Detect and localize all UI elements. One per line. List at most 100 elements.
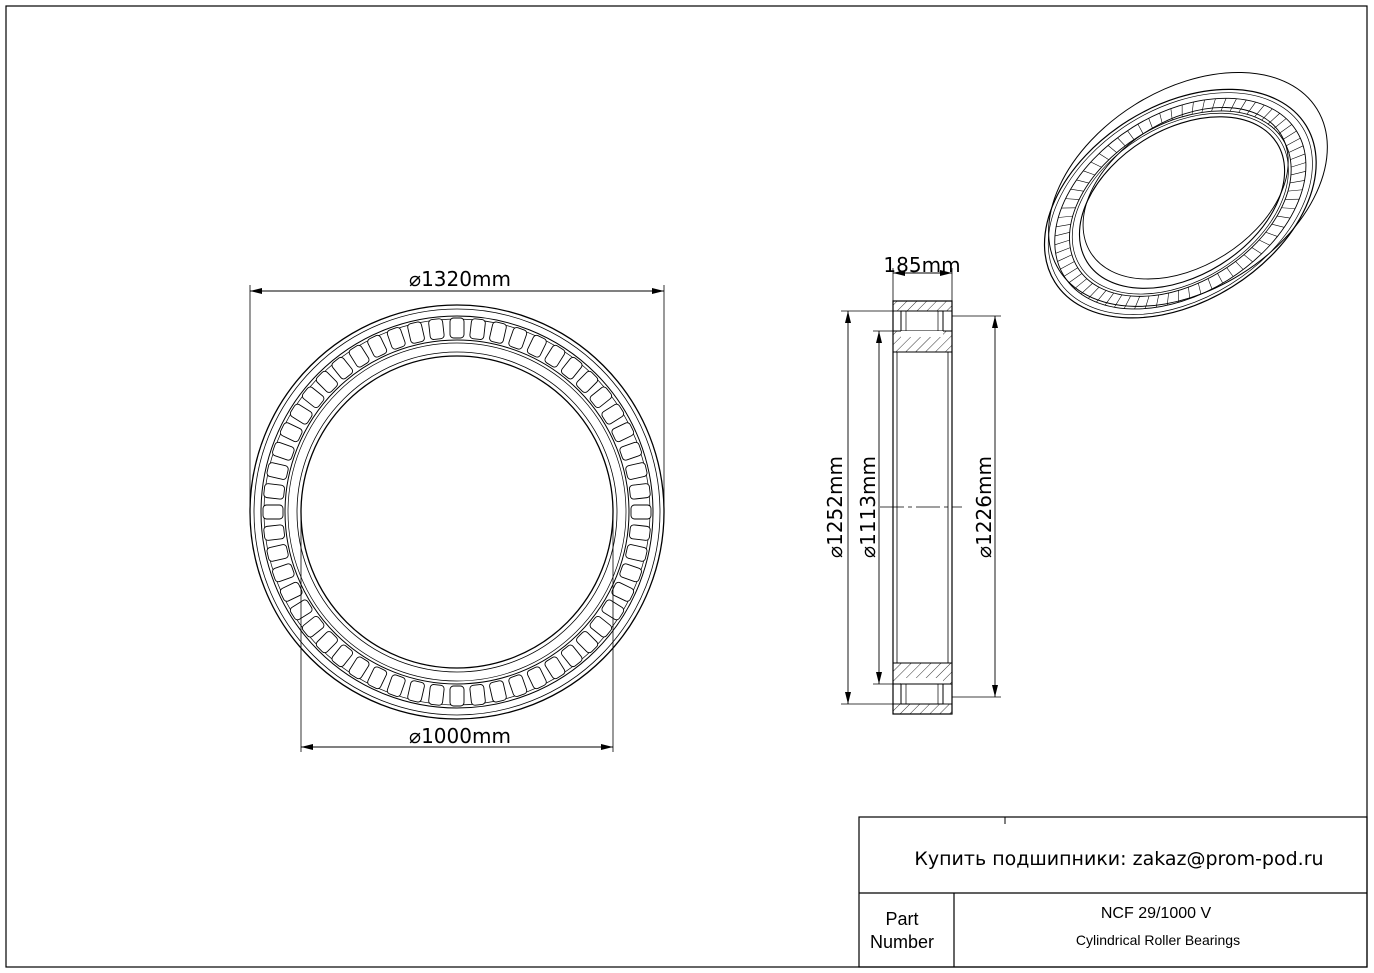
part-description: Cylindrical Roller Bearings	[1076, 932, 1240, 948]
section-view	[880, 300, 962, 715]
iso-roller	[1289, 180, 1305, 184]
iso-roller	[1251, 247, 1262, 255]
iso-roller	[1074, 278, 1088, 289]
iso-outer-ring-inner	[1054, 97, 1307, 310]
iso-roller	[1278, 124, 1292, 135]
iso-roller	[1207, 278, 1213, 290]
roller-set-diameter-label: ⌀1226mm	[972, 456, 996, 558]
isometric-view	[1043, 71, 1328, 319]
iso-roller	[1246, 101, 1256, 115]
roller	[625, 544, 648, 562]
roller	[576, 631, 599, 654]
title-block: Купить подшипники: zakaz@prom-pod.ru Par…	[858, 816, 1368, 968]
part-label-line1: Part	[885, 909, 918, 929]
iso-roller	[1267, 113, 1280, 125]
bore-diameter-dimension: ⌀1000mm	[300, 512, 614, 752]
iso-roller	[1057, 254, 1073, 262]
iso-roller	[1159, 112, 1163, 125]
part-label-line2: Number	[870, 932, 934, 952]
outer-ring-chamfer	[253, 308, 661, 716]
roller	[526, 334, 547, 358]
roller	[619, 441, 642, 461]
width-dimension: 185mm	[883, 253, 961, 301]
iso-roller-set	[1054, 98, 1306, 310]
iso-roller	[1104, 292, 1114, 306]
front-view	[249, 304, 665, 720]
roller-section-top	[900, 310, 944, 332]
roller	[331, 644, 354, 668]
iso-roller	[1148, 118, 1153, 129]
outer-ring-inner-diameter-dimension: ⌀1252mm	[823, 310, 893, 705]
outer-ring-section-top	[892, 300, 953, 312]
roller	[272, 441, 295, 461]
inner-ring-raceway	[284, 339, 630, 685]
width-label: 185mm	[883, 253, 960, 277]
roller	[263, 524, 285, 541]
iso-roller	[1287, 189, 1303, 192]
iso-roller	[1235, 261, 1244, 270]
outer-diameter-label: ⌀1320mm	[409, 267, 511, 291]
iso-roller	[1098, 153, 1109, 160]
iso-roller	[1058, 215, 1073, 218]
roller	[611, 422, 635, 443]
inner-ring-outer-diameter-label: ⌀1113mm	[856, 456, 880, 558]
roller	[469, 318, 486, 340]
iso-roller	[1254, 104, 1265, 117]
outer-ring-section-bottom	[892, 703, 953, 715]
roller	[331, 356, 354, 380]
iso-roller	[1134, 296, 1140, 310]
roller	[449, 685, 465, 707]
roller	[489, 680, 507, 703]
iso-roller	[1259, 239, 1270, 246]
roller-set	[262, 317, 652, 707]
iso-roller	[1238, 99, 1247, 113]
roller	[508, 327, 528, 350]
roller	[601, 403, 625, 425]
iso-roller	[1188, 287, 1191, 299]
roller	[301, 386, 325, 409]
roller	[386, 327, 406, 350]
roller	[348, 656, 370, 680]
roller	[589, 615, 613, 638]
iso-roller	[1226, 267, 1234, 277]
roller	[266, 544, 289, 562]
iso-roller	[1191, 101, 1194, 115]
inner-ring-chamfer	[287, 342, 627, 682]
roller	[301, 615, 325, 638]
iso-roller	[1056, 224, 1071, 228]
roller-set-diameter-dimension: ⌀1226mm	[952, 315, 1001, 698]
iso-roller	[1055, 247, 1071, 254]
roller	[629, 483, 651, 500]
roller	[262, 504, 284, 520]
part-number: NCF 29/1000 V	[1101, 905, 1212, 922]
iso-roller	[1285, 198, 1300, 200]
iso-roller	[1155, 294, 1160, 308]
roller	[315, 370, 338, 393]
iso-roller	[1068, 273, 1083, 284]
bore-edge	[300, 355, 614, 669]
iso-roller	[1070, 188, 1084, 192]
iso-roller	[1127, 130, 1135, 140]
iso-roller	[1114, 294, 1123, 308]
iso-roller	[1211, 98, 1216, 112]
roller	[386, 674, 406, 697]
iso-roller	[1144, 295, 1150, 309]
iso-roller	[1281, 207, 1296, 209]
iso-roller	[1243, 254, 1253, 263]
roller	[611, 581, 635, 602]
iso-roller	[1288, 145, 1304, 153]
iso-roller	[1229, 98, 1237, 112]
iso-roller	[1282, 130, 1297, 140]
iso-roller	[1261, 108, 1273, 121]
section-outline	[892, 300, 953, 715]
sheet-border	[5, 5, 1368, 968]
bore-chamfer	[296, 351, 618, 673]
roller-section-bottom	[900, 683, 944, 705]
roller	[508, 674, 528, 697]
iso-roller	[1054, 232, 1070, 237]
iso-roller	[1117, 137, 1126, 147]
roller	[560, 644, 583, 668]
roller	[407, 680, 425, 703]
roller	[630, 504, 652, 520]
